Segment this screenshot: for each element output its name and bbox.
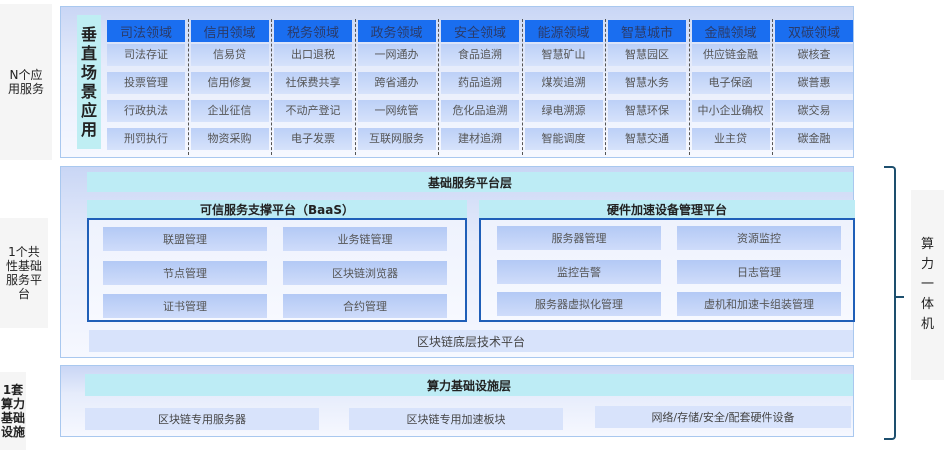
domain-item: 电子发票 <box>274 128 352 150</box>
domain-item: 互联网服务 <box>357 128 436 150</box>
domain-item: 物资采购 <box>190 128 269 150</box>
blockchain-base-platform: 区块链底层技术平台 <box>89 330 853 352</box>
domain-item: 一网统管 <box>357 100 436 122</box>
baas-item: 联盟管理 <box>103 227 267 251</box>
column-divider <box>271 19 272 155</box>
domain-header: 税务领域 <box>274 20 352 42</box>
column-divider <box>438 19 439 155</box>
domain-item: 智慧水务 <box>608 72 686 94</box>
baas-item: 区块链浏览器 <box>283 261 447 285</box>
domain-column: 司法领域司法存证投票管理行政执法刑罚执行 <box>107 20 185 150</box>
column-divider <box>354 19 356 155</box>
domain-item: 建材追溯 <box>441 128 519 150</box>
domain-item: 电子保函 <box>691 72 770 94</box>
domain-item: 智慧交通 <box>608 128 686 150</box>
domain-column: 能源领域智慧矿山煤炭追溯绿电溯源智能调度 <box>524 20 603 150</box>
domain-header: 双碳领域 <box>775 20 853 42</box>
domain-item: 药品追溯 <box>441 72 519 94</box>
infra-item: 区块链专用服务器 <box>85 408 319 430</box>
column-divider <box>605 19 606 155</box>
side-label-infra: 1套算力基础设施 <box>0 372 26 450</box>
baas-item: 证书管理 <box>103 294 267 318</box>
baas-item: 节点管理 <box>103 261 267 285</box>
hardware-item: 服务器管理 <box>497 226 661 250</box>
domain-column: 税务领域出口退税社保费共享不动产登记电子发票 <box>274 20 352 150</box>
column-divider <box>187 19 189 155</box>
domain-header: 智慧城市 <box>608 20 686 42</box>
domain-item: 刑罚执行 <box>107 128 185 150</box>
domain-item: 碳交易 <box>775 100 853 122</box>
domain-header: 能源领域 <box>524 20 603 42</box>
domain-item: 社保费共享 <box>274 72 352 94</box>
domain-item: 行政执法 <box>107 100 185 122</box>
base-service-title: 基础服务平台层 <box>87 172 853 192</box>
domain-item: 智慧环保 <box>608 100 686 122</box>
hardware-item: 资源监控 <box>677 226 841 250</box>
domain-column: 政务领域一网通办跨省通办一网统管互联网服务 <box>357 20 436 150</box>
domain-column: 智慧城市智慧园区智慧水务智慧环保智慧交通 <box>608 20 686 150</box>
domain-column: 安全领域食品追溯药品追溯危化品追溯建材追溯 <box>441 20 519 150</box>
side-label-common-platform: 1个共性基础服务平台 <box>0 218 48 328</box>
domain-header: 安全领域 <box>441 20 519 42</box>
bracket-tick <box>896 296 904 298</box>
domain-item: 智慧矿山 <box>524 44 603 66</box>
domain-item: 供应链金融 <box>691 44 770 66</box>
hardware-item: 监控告警 <box>497 260 661 284</box>
domain-item: 投票管理 <box>107 72 185 94</box>
infra-item: 网络/存储/安全/配套硬件设备 <box>595 406 851 428</box>
side-label-common-platform-text: 1个共性基础服务平台 <box>5 245 42 301</box>
domain-item: 企业征信 <box>190 100 269 122</box>
right-label-text: 算力一体机 <box>920 237 934 332</box>
domain-item: 信用修复 <box>190 72 269 94</box>
domain-item: 跨省通办 <box>357 72 436 94</box>
domain-item: 司法存证 <box>107 44 185 66</box>
hardware-item: 日志管理 <box>677 260 841 284</box>
baas-group: 联盟管理 业务链管理 节点管理 区块链浏览器 证书管理 合约管理 <box>87 218 467 322</box>
side-label-n-apps-text: N个应用服务 <box>7 68 44 96</box>
column-divider <box>521 19 523 155</box>
column-divider <box>772 19 773 155</box>
domain-item: 智慧园区 <box>608 44 686 66</box>
domain-item: 中小企业确权 <box>691 100 770 122</box>
hardware-item: 虚机和加速卡组装管理 <box>677 292 841 316</box>
domain-item: 信易贷 <box>190 44 269 66</box>
domain-item: 智能调度 <box>524 128 603 150</box>
base-service-panel: 基础服务平台层 可信服务支撑平台（BaaS） 联盟管理 业务链管理 节点管理 区… <box>60 166 855 358</box>
side-label-infra-text: 1套算力基础设施 <box>0 383 25 439</box>
hardware-title: 硬件加速设备管理平台 <box>479 200 855 218</box>
infra-title: 算力基础设施层 <box>85 374 853 396</box>
column-divider <box>688 19 690 155</box>
domain-item: 业主贷 <box>691 128 770 150</box>
domain-header: 金融领域 <box>691 20 770 42</box>
infra-item: 区块链专用加速板块 <box>349 408 563 430</box>
hardware-item: 服务器虚拟化管理 <box>497 292 661 316</box>
domain-item: 碳金融 <box>775 128 853 150</box>
domain-header: 信用领域 <box>190 20 269 42</box>
vertical-apps-title: 垂直场景应用 <box>77 15 101 149</box>
domain-column: 信用领域信易贷信用修复企业征信物资采购 <box>190 20 269 150</box>
infra-panel: 算力基础设施层 区块链专用服务器 区块链专用加速板块 网络/存储/安全/配套硬件… <box>60 365 854 437</box>
domain-item: 不动产登记 <box>274 100 352 122</box>
baas-item: 合约管理 <box>283 294 447 318</box>
side-label-n-apps: N个应用服务 <box>0 4 52 160</box>
domain-item: 一网通办 <box>357 44 436 66</box>
domain-item: 食品追溯 <box>441 44 519 66</box>
vertical-apps-panel: 垂直场景应用 司法领域司法存证投票管理行政执法刑罚执行信用领域信易贷信用修复企业… <box>60 6 854 158</box>
domain-column: 金融领域供应链金融电子保函中小企业确权业主贷 <box>691 20 770 150</box>
right-bracket <box>884 166 896 440</box>
domain-item: 碳核查 <box>775 44 853 66</box>
domain-item: 危化品追溯 <box>441 100 519 122</box>
domain-header: 政务领域 <box>357 20 436 42</box>
domain-item: 出口退税 <box>274 44 352 66</box>
domain-item: 绿电溯源 <box>524 100 603 122</box>
domain-column: 双碳领域碳核查碳普惠碳交易碳金融 <box>775 20 853 150</box>
domain-item: 煤炭追溯 <box>524 72 603 94</box>
baas-title: 可信服务支撑平台（BaaS） <box>87 200 467 218</box>
baas-item: 业务链管理 <box>283 227 447 251</box>
domain-header: 司法领域 <box>107 20 185 42</box>
domain-item: 碳普惠 <box>775 72 853 94</box>
hardware-group: 服务器管理 资源监控 监控告警 日志管理 服务器虚拟化管理 虚机和加速卡组装管理 <box>479 218 855 322</box>
right-label: 算力一体机 <box>911 190 944 380</box>
